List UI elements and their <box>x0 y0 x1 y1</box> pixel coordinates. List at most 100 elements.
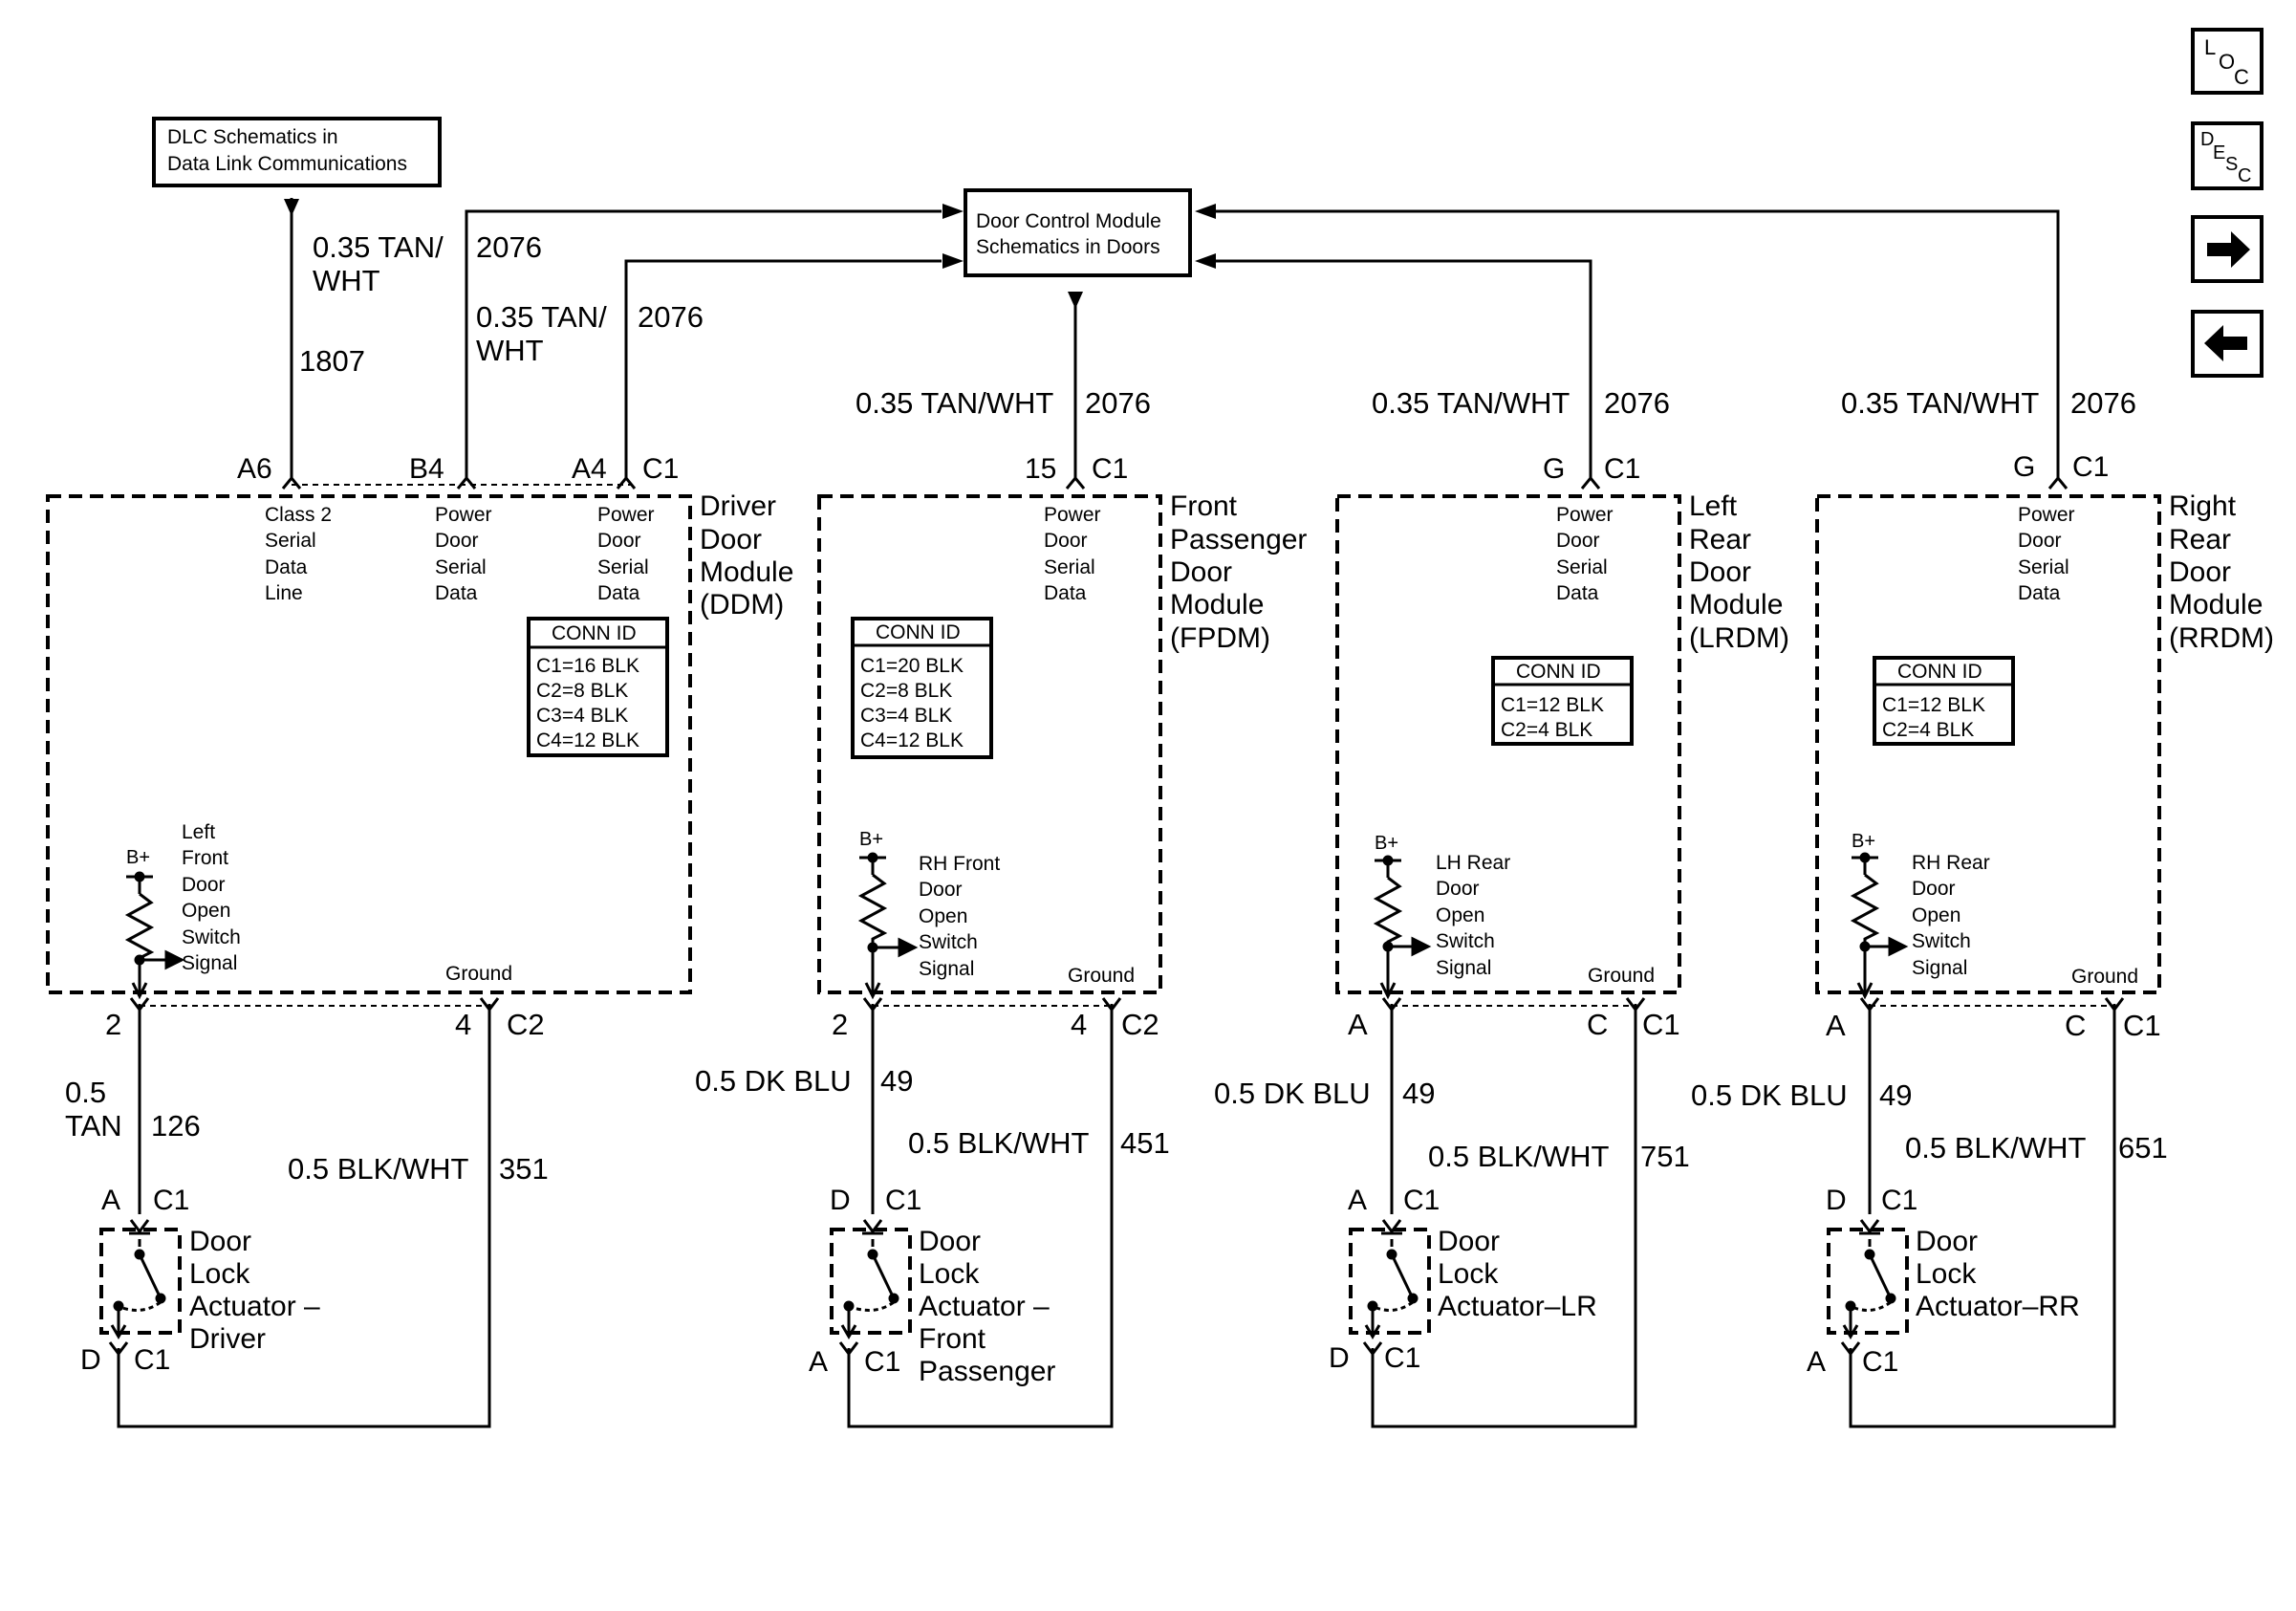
prev-page-button[interactable] <box>2191 310 2264 378</box>
lower-wires <box>108 997 2125 1428</box>
ddm-gnd-circuit: 351 <box>499 1152 549 1186</box>
fpdm-conn-id-box: CONN ID C1=20 BLK C2=8 BLK C3=4 BLK C4=1… <box>851 617 993 759</box>
loc-button[interactable]: L O C <box>2191 28 2264 95</box>
act-driver-label-4: Driver <box>189 1323 266 1355</box>
rrdm-ground-label: Ground <box>2071 966 2138 988</box>
fpdm-switch-label-5: Signal <box>919 958 974 980</box>
ddm-switch-resistor-icon <box>124 871 185 1000</box>
lrdm-switch-label-5: Signal <box>1436 957 1491 979</box>
fpdm-label-pds-2: Door <box>1044 530 1088 552</box>
ddm-ground-label: Ground <box>445 963 512 985</box>
fpdm-pin-15: 15 <box>1025 453 1056 485</box>
ddm-name-2: Door <box>700 524 762 555</box>
act-lr-label-1: Door <box>1438 1226 1500 1257</box>
fpdm-label-pds-3: Serial <box>1044 556 1095 578</box>
desc-letter-c: C <box>2238 165 2251 186</box>
ddm-conn-c2: C2 <box>507 1008 545 1041</box>
lrdm-label-pds-3: Serial <box>1556 556 1608 578</box>
serial-data-wires <box>290 198 2060 478</box>
ddm-pin-a6: A6 <box>237 453 272 485</box>
rrdm-switch-label-1: RH Rear <box>1912 852 1990 874</box>
act-rr-label-3: Actuator–RR <box>1916 1291 2080 1322</box>
ddm-conn-c1: C1 <box>642 453 679 485</box>
fpdm-conn-row1: C1=20 BLK <box>860 655 964 677</box>
act-driver-conn-bottom: C1 <box>134 1344 170 1376</box>
fpdm-ground-label: Ground <box>1068 965 1135 987</box>
lrdm-bplus: B+ <box>1375 833 1398 854</box>
door-lock-actuator-lr[interactable]: A C1 D C1 Door Lock Actuator–LR <box>1329 1185 1597 1374</box>
dlc-reference-box[interactable]: DLC Schematics in Data Link Communicatio… <box>152 117 442 187</box>
act-rr-pin-a: A <box>1807 1346 1826 1378</box>
rrdm-pin-a: A <box>1826 1009 1846 1042</box>
rrdm-gnd-wire: 0.5 BLK/WHT <box>1905 1131 2087 1165</box>
door-lock-actuator-driver[interactable]: A C1 D C1 Door Lock Actuator – Driver <box>80 1185 320 1376</box>
act-fp-pin-a: A <box>809 1346 828 1378</box>
ddm-name-1: Driver <box>700 490 776 522</box>
right-rear-door-module[interactable]: G C1 Power Door Serial Data Right Rear D… <box>1815 451 2274 1000</box>
ddm-label-pds1-2: Door <box>435 530 479 552</box>
act-rr-label-2: Lock <box>1916 1258 1977 1290</box>
fpdm-name-3: Door <box>1170 556 1232 588</box>
dlc-ref-line1: DLC Schematics in <box>167 126 338 148</box>
ddm-conn-row1: C1=16 BLK <box>536 655 639 677</box>
ddm-switch-label-4: Open <box>182 900 230 922</box>
act-fp-label-3: Actuator – <box>919 1291 1050 1322</box>
act-lr-conn-bottom: C1 <box>1384 1342 1420 1374</box>
lrdm-conn-row2: C2=4 BLK <box>1501 719 1592 741</box>
rrdm-label-pds-2: Door <box>2018 530 2062 552</box>
lrdm-switch-label-3: Open <box>1436 904 1484 926</box>
ddm-gnd-wire: 0.5 BLK/WHT <box>288 1152 469 1186</box>
rrdm-name-5: (RRDM) <box>2169 622 2274 654</box>
w1-gauge-line1: 0.35 TAN/ <box>313 230 444 264</box>
lrdm-conn-c1-bottom: C1 <box>1642 1008 1680 1041</box>
ddm-label-pds2-2: Door <box>597 530 641 552</box>
fpdm-sig-wire: 0.5 DK BLU <box>695 1064 852 1098</box>
rrdm-name-4: Module <box>2169 589 2263 620</box>
lrdm-pin-c: C <box>1587 1008 1608 1041</box>
ddm-conn-id-title: CONN ID <box>552 622 637 644</box>
w6-gauge: 0.35 TAN/WHT <box>1841 386 2039 420</box>
w5-gauge: 0.35 TAN/WHT <box>1372 386 1570 420</box>
fpdm-conn-row4: C4=12 BLK <box>860 729 964 751</box>
fpdm-switch-resistor-icon <box>857 852 919 1000</box>
left-rear-door-module[interactable]: G C1 Power Door Serial Data Left Rear Do… <box>1335 453 1789 1000</box>
door-lock-actuator-front-passenger[interactable]: D C1 A C1 Door Lock Actuator – Front Pas… <box>809 1185 1055 1387</box>
ddm-label-class2-3: Data <box>265 556 308 578</box>
act-driver-label-1: Door <box>189 1226 251 1257</box>
desc-button[interactable]: D E S C <box>2191 121 2264 190</box>
rrdm-name-1: Right <box>2169 490 2237 522</box>
ddm-pin-4: 4 <box>455 1008 471 1041</box>
lrdm-name-4: Module <box>1689 589 1783 620</box>
lower-wire-labels: 2 4 C2 0.5 TAN 126 0.5 BLK/WHT 351 2 4 C… <box>65 1008 2168 1186</box>
act-fp-switch-icon <box>840 1219 899 1339</box>
lrdm-sig-wire: 0.5 DK BLU <box>1214 1077 1371 1110</box>
rrdm-label-pds-1: Power <box>2018 504 2075 526</box>
desc-letter-s: S <box>2225 154 2238 175</box>
loc-letter-l: L <box>2204 35 2216 59</box>
next-page-button[interactable] <box>2191 215 2264 283</box>
ddm-switch-label-3: Door <box>182 874 226 896</box>
ddm-label-class2-1: Class 2 <box>265 504 332 526</box>
fpdm-conn-row3: C3=4 BLK <box>860 705 952 727</box>
desc-letter-d: D <box>2200 129 2214 150</box>
rrdm-conn-id-box: CONN ID C1=12 BLK C2=4 BLK <box>1873 656 2015 746</box>
w2-gauge-line2: WHT <box>476 334 544 367</box>
ddm-pin-a4: A4 <box>572 453 607 485</box>
lrdm-pin-a: A <box>1348 1008 1368 1041</box>
loc-letter-o: O <box>2219 50 2235 74</box>
rrdm-switch-label-2: Door <box>1912 878 1956 900</box>
fpdm-pin-4: 4 <box>1071 1008 1087 1041</box>
w3-circuit: 1807 <box>299 344 365 378</box>
w1-gauge-line2: WHT <box>313 264 380 297</box>
w1-circuit: 2076 <box>476 230 542 264</box>
fpdm-switch-label-4: Switch <box>919 931 978 953</box>
lrdm-sig-circuit: 49 <box>1402 1077 1435 1110</box>
front-passenger-door-module[interactable]: 15 C1 Power Door Serial Data Front Passe… <box>817 453 1307 1000</box>
driver-door-module[interactable]: A6 B4 A4 C1 Class 2 Serial Data Line Pow… <box>46 453 793 1000</box>
dcm-reference-box[interactable]: Door Control Module Schematics in Doors <box>964 188 1192 277</box>
lrdm-name-5: (LRDM) <box>1689 622 1789 654</box>
ddm-sig-circuit: 126 <box>151 1109 201 1143</box>
rrdm-label-pds-4: Data <box>2018 582 2061 604</box>
door-lock-actuator-rr[interactable]: D C1 A C1 Door Lock Actuator–RR <box>1807 1185 2080 1378</box>
lrdm-name-3: Door <box>1689 556 1751 588</box>
